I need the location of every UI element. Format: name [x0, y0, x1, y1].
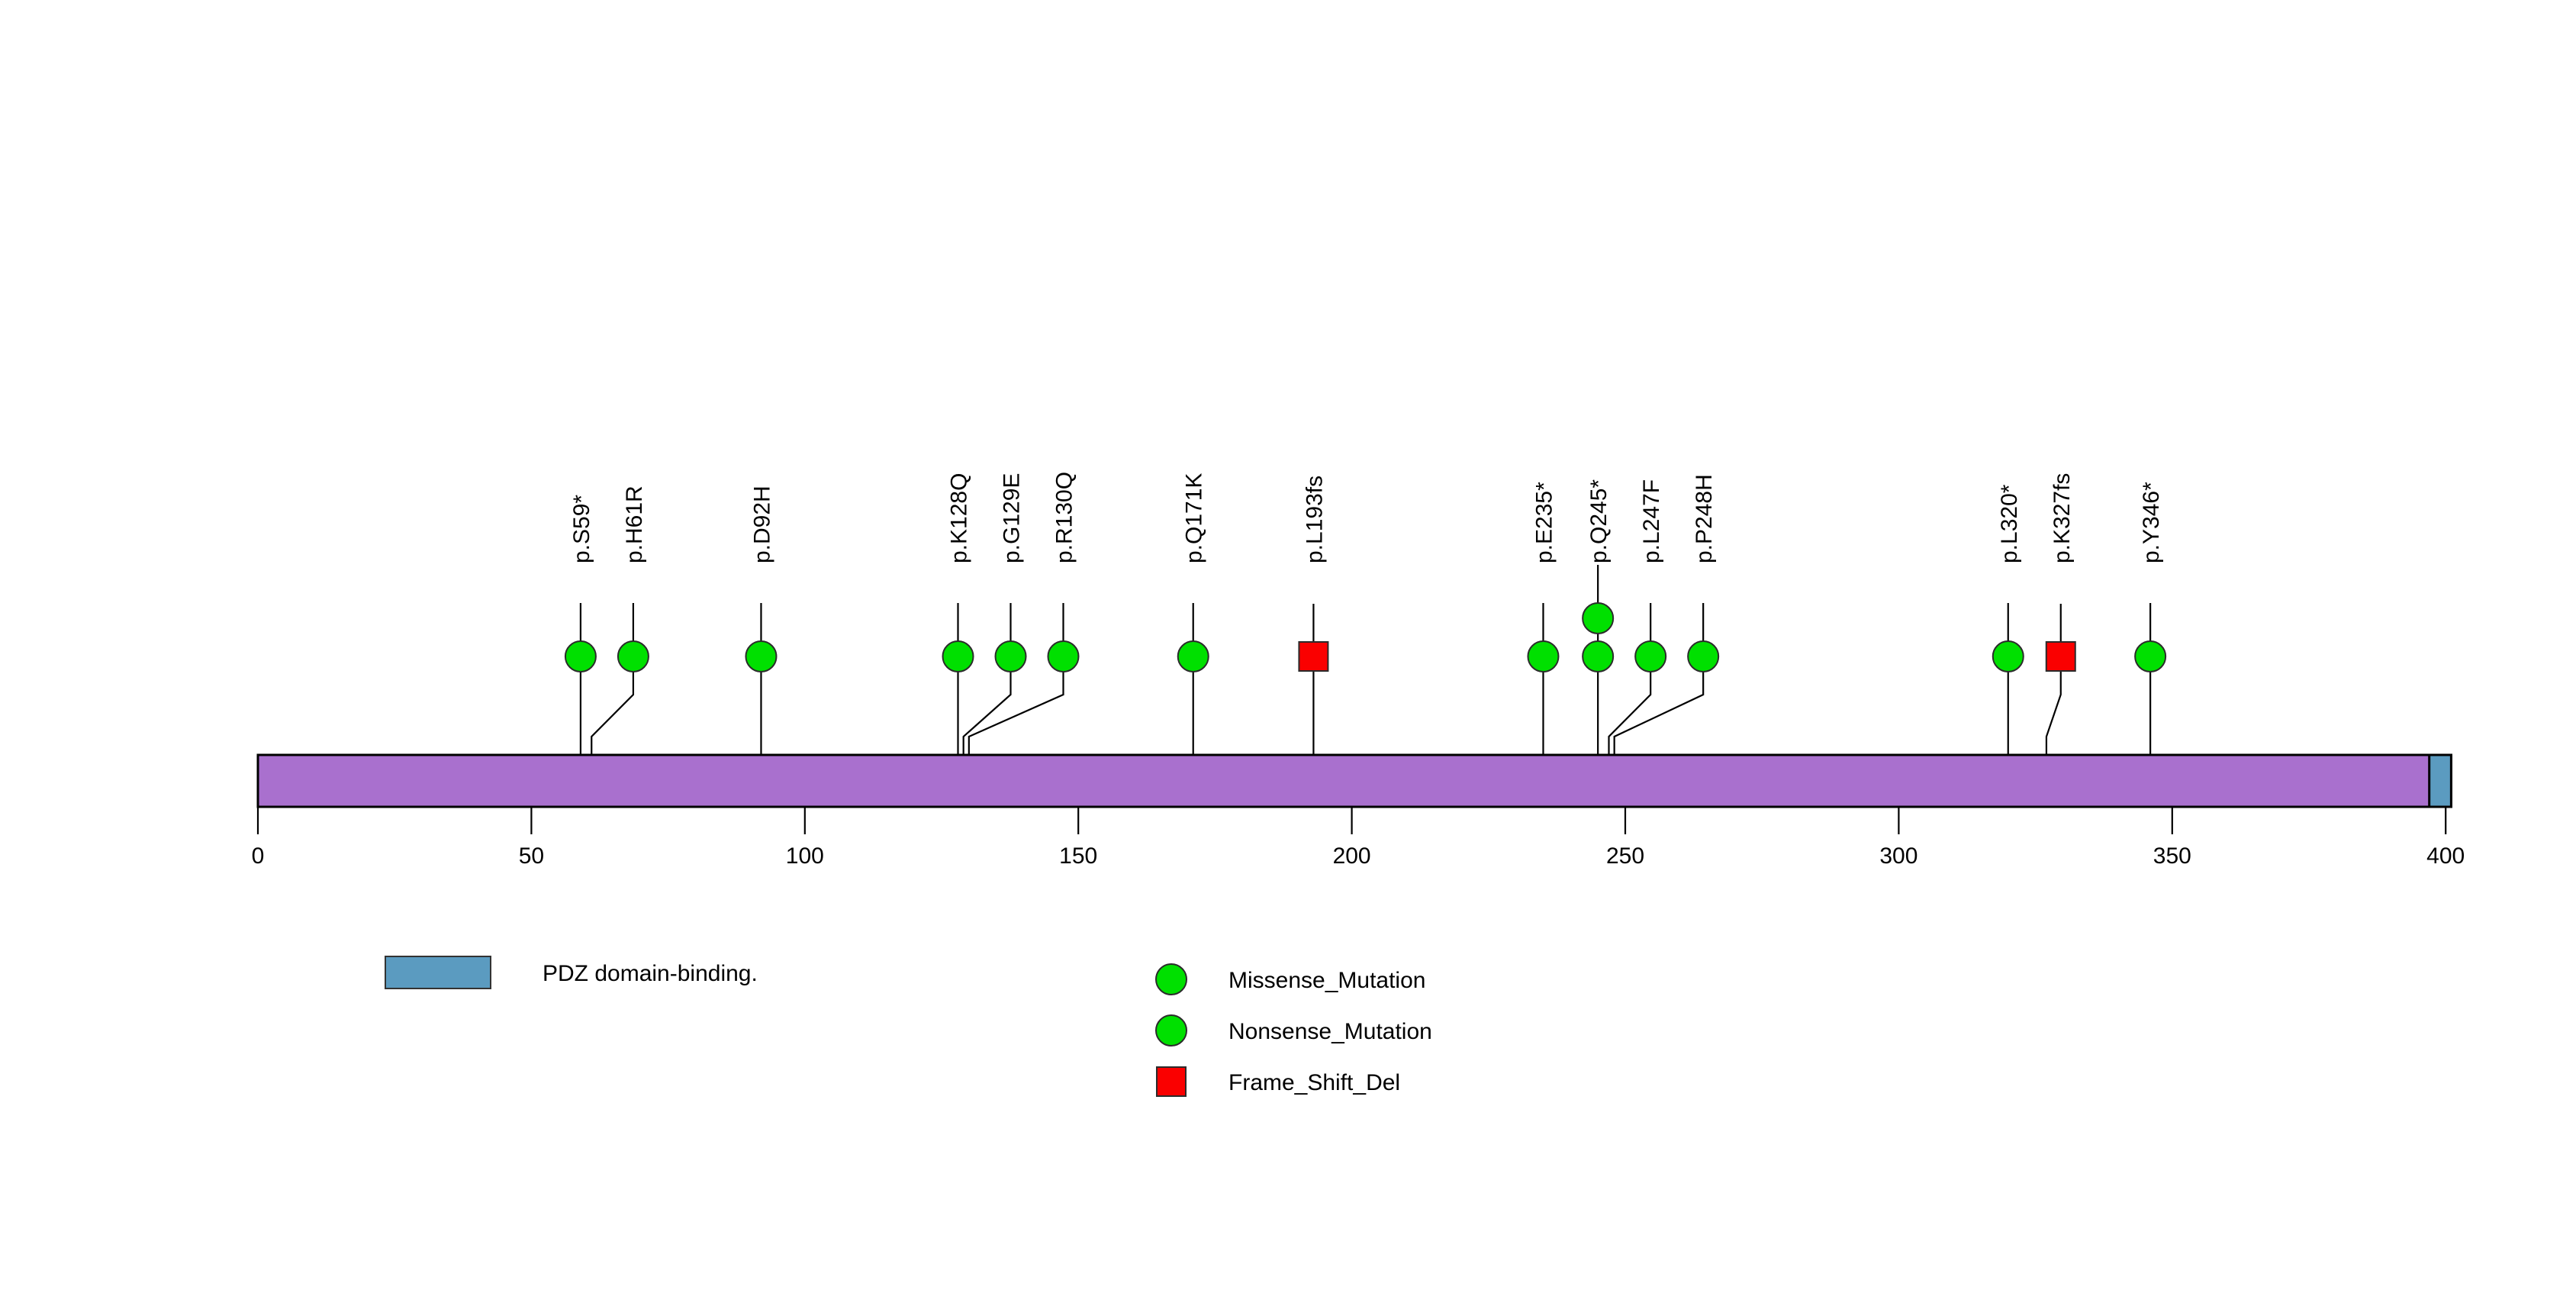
legend-mutation-label: Missense_Mutation — [1228, 968, 1425, 993]
mutation-label: p.Y346* — [2139, 482, 2164, 563]
legend-mutation-swatch-circle — [1155, 1014, 1187, 1047]
mutation-marker-circle[interactable] — [2134, 640, 2167, 672]
axis-group: 0 50 100 150 200 250 300 350 400 — [252, 807, 2465, 869]
mutation-marker-circle[interactable] — [1047, 640, 1080, 672]
mutation-label: p.G129E — [1000, 473, 1025, 563]
mutation-label: p.Q245* — [1586, 479, 1612, 563]
protein-backbone-group — [256, 753, 2452, 808]
axis-tick-label-200: 200 — [1333, 843, 1371, 869]
mutation-label: p.H61R — [622, 485, 647, 563]
mutation-marker-circle[interactable] — [942, 640, 974, 672]
mutation-marker-circle[interactable] — [745, 640, 778, 672]
mutation-marker-square[interactable] — [1298, 641, 1329, 672]
protein-backbone-bar — [256, 753, 2452, 808]
axis-tick-label-300: 300 — [1879, 843, 1918, 869]
mutation-label: p.K327fs — [2050, 473, 2075, 563]
legend-group: PDZ domain-binding. Missense_MutationNons… — [385, 956, 1432, 1097]
mutation-markers-group — [564, 602, 2167, 672]
mutation-label: p.E235* — [1531, 482, 1557, 563]
protein-domain-0 — [2428, 753, 2452, 808]
mutation-label: p.L320* — [1997, 484, 2022, 563]
mutation-label: p.L193fs — [1302, 476, 1327, 563]
mutation-marker-circle[interactable] — [1582, 602, 1615, 634]
mutation-label: p.K128Q — [947, 473, 972, 563]
mutation-marker-circle[interactable] — [1687, 640, 1720, 672]
mutation-marker-circle[interactable] — [564, 640, 597, 672]
mutation-marker-circle[interactable] — [1634, 640, 1667, 672]
mutation-marker-circle[interactable] — [617, 640, 649, 672]
mutation-marker-circle[interactable] — [1527, 640, 1560, 672]
legend-mutation-swatch-circle — [1155, 963, 1187, 995]
mutation-marker-circle[interactable] — [1582, 640, 1615, 672]
mutation-labels-group: p.S59* p.H61R p.D92H p.K128Q p.G129E p.R130Q p… — [569, 472, 2164, 563]
mutation-label: p.S59* — [569, 495, 594, 563]
legend-mutation-label: Nonsense_Mutation — [1228, 1019, 1432, 1044]
mutation-label: p.D92H — [749, 485, 774, 563]
legend-mutation-label: Frame_Shift_Del — [1228, 1070, 1400, 1095]
axis-tick-label-150: 150 — [1059, 843, 1097, 869]
mutation-label: p.R130Q — [1052, 472, 1077, 563]
axis-tick-label-100: 100 — [786, 843, 824, 869]
mutation-marker-circle[interactable] — [994, 640, 1027, 672]
axis-tick-label-400: 400 — [2426, 843, 2465, 869]
legend-domain-swatch — [385, 956, 491, 989]
axis-tick-label-0: 0 — [252, 843, 265, 869]
mutation-label: p.P248H — [1692, 474, 1717, 563]
mutation-label: p.L247F — [1639, 479, 1664, 563]
legend-mutation-swatch-square — [1156, 1066, 1187, 1097]
mutation-marker-square[interactable] — [2045, 641, 2076, 672]
mutation-marker-circle[interactable] — [1992, 640, 2024, 672]
legend-domain-label: PDZ domain-binding. — [543, 961, 758, 986]
axis-tick-label-250: 250 — [1606, 843, 1644, 869]
mutation-marker-circle[interactable] — [1177, 640, 1209, 672]
axis-tick-label-350: 350 — [2153, 843, 2191, 869]
axis-tick-label-50: 50 — [519, 843, 544, 869]
mutation-label: p.Q171K — [1182, 473, 1207, 563]
